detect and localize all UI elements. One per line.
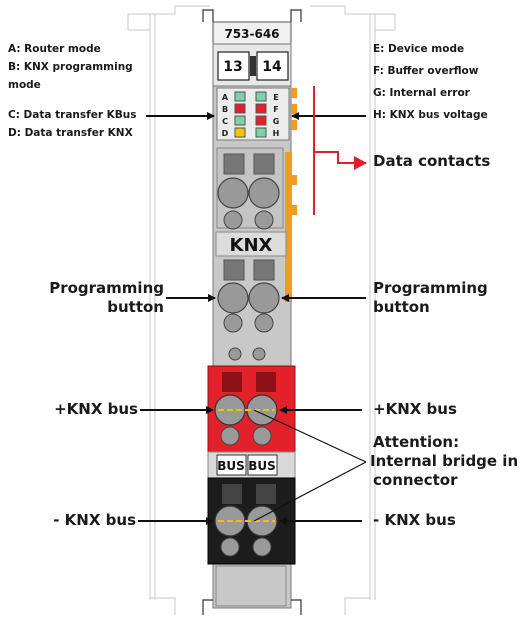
led-letter-b: B [222,105,228,114]
terminal-14-label: 14 [262,59,282,75]
led-f [255,103,267,114]
data-contacts-arrow [314,151,367,170]
programming-label-right-1: Programming [373,279,488,297]
programming-label-left-1: Programming [49,279,164,297]
knx-minus-label-left: - KNX bus [53,511,136,529]
part-number: 753-646 [224,27,279,41]
knx-plus-label-right: +KNX bus [373,400,457,418]
led-e [255,91,267,102]
attention-connector-label: connector [373,471,458,489]
led-a [234,91,246,102]
programming-button-right[interactable] [248,282,280,314]
terminal-13-label: 13 [223,59,242,75]
led-letter-e: E [273,93,278,102]
led-b [234,103,246,114]
led-c [234,115,246,126]
bus-label-left: BUS [217,459,245,473]
release-slot [253,153,275,175]
legend-g: G: Internal error [373,87,470,99]
terminal-13-plate [217,51,250,81]
release-slot [253,259,275,281]
wire-clamp [217,177,249,209]
programming-label-left-2: button [107,298,164,316]
led-g [255,115,267,126]
legend-a: A: Router mode [8,43,101,55]
terminal-14-plate [256,51,289,81]
data-contacts-label: Data contacts [373,152,491,170]
attention-line-upper [253,409,367,463]
knx-minus-label-right: - KNX bus [373,511,456,529]
bus-label-right: BUS [248,459,276,473]
wire-clamp [248,177,280,209]
led-letter-f: F [273,105,278,114]
data-contacts [291,88,297,215]
neighbor-outline [127,5,396,615]
release-slot [223,153,245,175]
attention-line-lower [253,461,367,522]
legend-b-cont: mode [8,79,41,91]
legend-e: E: Device mode [373,43,465,55]
legend-d: D: Data transfer KNX [8,127,133,139]
led-letter-d: D [222,129,229,138]
led-panel [216,87,290,141]
legend-c: C: Data transfer KBus [8,109,137,121]
legend-b: B: KNX programming [8,61,133,73]
led-d [234,127,246,138]
knx-plus-label-left: +KNX bus [54,400,138,418]
programming-button-left[interactable] [217,282,249,314]
legend-h: H: KNX bus voltage [373,109,488,121]
top-latch [202,9,214,22]
legend-f: F: Buffer overflow [373,65,479,77]
attention-bridge-label: Internal bridge in [370,452,519,470]
orange-contact-strip [285,152,292,302]
led-letter-g: G [273,117,280,126]
programming-label-right-2: button [373,298,430,316]
release-slot [223,259,245,281]
led-letter-a: A [222,93,229,102]
led-letter-c: C [222,117,228,126]
knx-plate [215,231,287,257]
knx-label: KNX [230,235,273,256]
led-h [255,127,267,138]
bottom-latch [202,599,302,615]
led-letter-h: H [273,129,280,138]
attention-label: Attention: [373,433,460,451]
